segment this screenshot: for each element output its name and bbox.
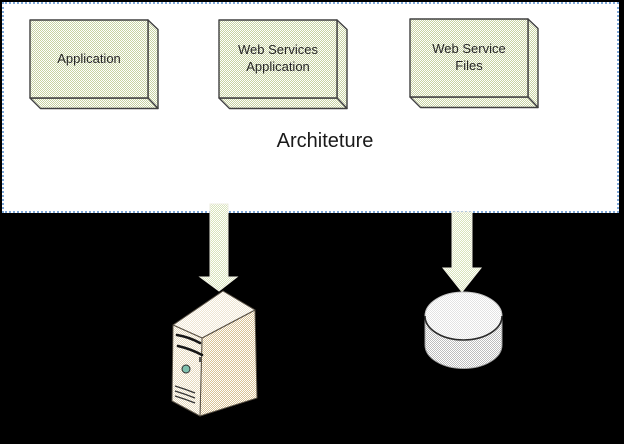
application-box-label: Application [57, 50, 121, 66]
down-arrow-shape [198, 203, 239, 292]
cube-front-face [218, 19, 338, 99]
web-services-application-box-label: Web Services Application [238, 42, 318, 74]
cube-shape [218, 19, 348, 110]
server-drive-slot [176, 344, 204, 357]
cube-right-face [147, 19, 159, 110]
cube-front-face [409, 18, 529, 98]
web-service-files-box: Web Service Files [409, 18, 540, 109]
down-arrow-shape [441, 211, 483, 293]
server-drive-slot [175, 333, 202, 345]
server-vent-line [174, 385, 196, 394]
cube-shape [409, 18, 539, 109]
cube-shape [29, 19, 159, 110]
application-box: Application [29, 19, 160, 110]
cube-bottom-face [409, 96, 539, 109]
web-service-files-box-label: Web Service Files [432, 41, 506, 73]
server-power-button [181, 364, 191, 374]
cube-bottom-face [29, 97, 159, 110]
cube-front-face [29, 19, 149, 99]
cube-bottom-face [218, 97, 348, 110]
server-vent-line [174, 395, 196, 404]
database-icon [424, 291, 503, 369]
web-services-application-box: Web Services Application [218, 19, 349, 110]
cube-right-face [527, 18, 539, 109]
panel-title: Architeture [276, 130, 374, 152]
database-rim [424, 315, 503, 341]
down-arrow-icon [198, 203, 239, 292]
server-icon [171, 290, 258, 417]
down-arrow-icon [441, 211, 483, 293]
server-vent-line [174, 390, 196, 399]
cube-right-face [336, 19, 348, 110]
